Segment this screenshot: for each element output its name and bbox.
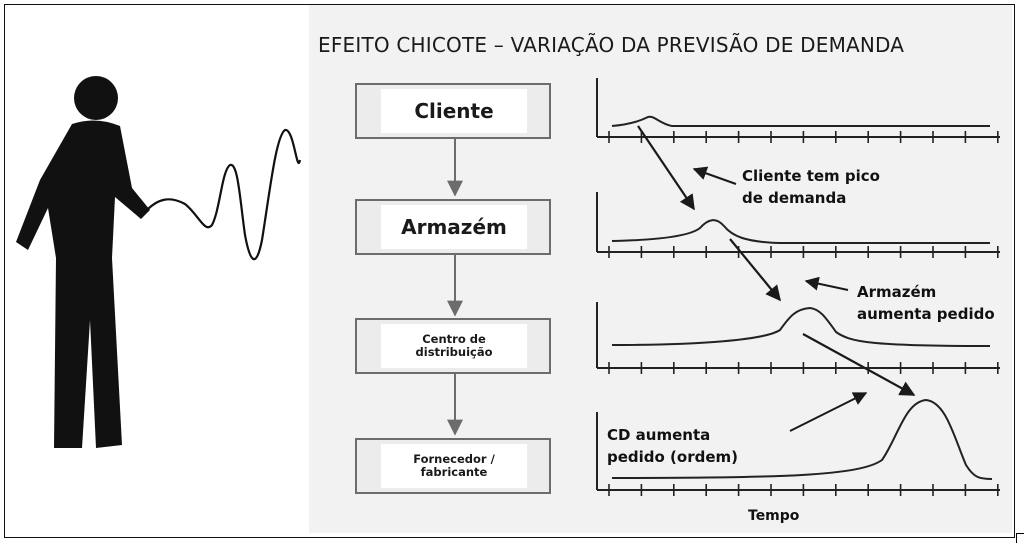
box-fornecedor-label: Fornecedor /fabricante (381, 444, 527, 488)
annotation-cliente-pico-line1: Cliente tem pico (742, 167, 880, 185)
x-axis-label: Tempo (748, 508, 800, 524)
annotation-armazem: Armazém aumenta pedido (857, 281, 995, 325)
annotation-cd-line2: pedido (ordem) (607, 448, 739, 466)
cursor-arrow-icon (1016, 533, 1024, 543)
annotation-cliente-pico: Cliente tem pico de demanda (742, 165, 880, 209)
box-cliente: Cliente (355, 83, 551, 139)
box-fornecedor-fabricante: Fornecedor /fabricante (355, 438, 551, 494)
annotation-armazem-line1: Armazém (857, 283, 937, 301)
arrow-propagation-3 (802, 333, 916, 396)
annotation-cd-line1: CD aumenta (607, 426, 711, 444)
demand-curve-centro (611, 306, 991, 347)
chart-axes (596, 78, 1000, 496)
person-with-whip-icon (16, 76, 302, 448)
arrow-propagation-2 (729, 238, 781, 302)
box-fornecedor-line2: fabricante (420, 465, 488, 479)
box-fornecedor-line1: Fornecedor / (413, 451, 495, 466)
box-centro-line1: Centro de (422, 331, 486, 346)
whip-wave (144, 128, 302, 261)
box-armazem: Armazém (355, 199, 551, 255)
box-armazem-label: Armazém (381, 205, 527, 249)
demand-curve-fornecedor (611, 398, 993, 480)
arrow-propagation-1 (637, 125, 695, 211)
diagram-title: EFEITO CHICOTE – VARIAÇÃO DA PREVISÃO DE… (318, 33, 905, 57)
box-cliente-label: Cliente (381, 89, 527, 133)
pointer-armazem (804, 276, 849, 291)
box-centro-line2: distribuição (415, 345, 493, 359)
pointer-cliente-pico (692, 166, 737, 185)
pointer-cd (789, 392, 868, 432)
annotation-cliente-pico-line2: de demanda (742, 189, 847, 207)
demand-curve-armazem (611, 219, 990, 244)
annotation-armazem-line2: aumenta pedido (857, 305, 995, 323)
annotation-cd: CD aumenta pedido (ordem) (607, 424, 738, 468)
demand-curve-cliente (611, 115, 990, 127)
